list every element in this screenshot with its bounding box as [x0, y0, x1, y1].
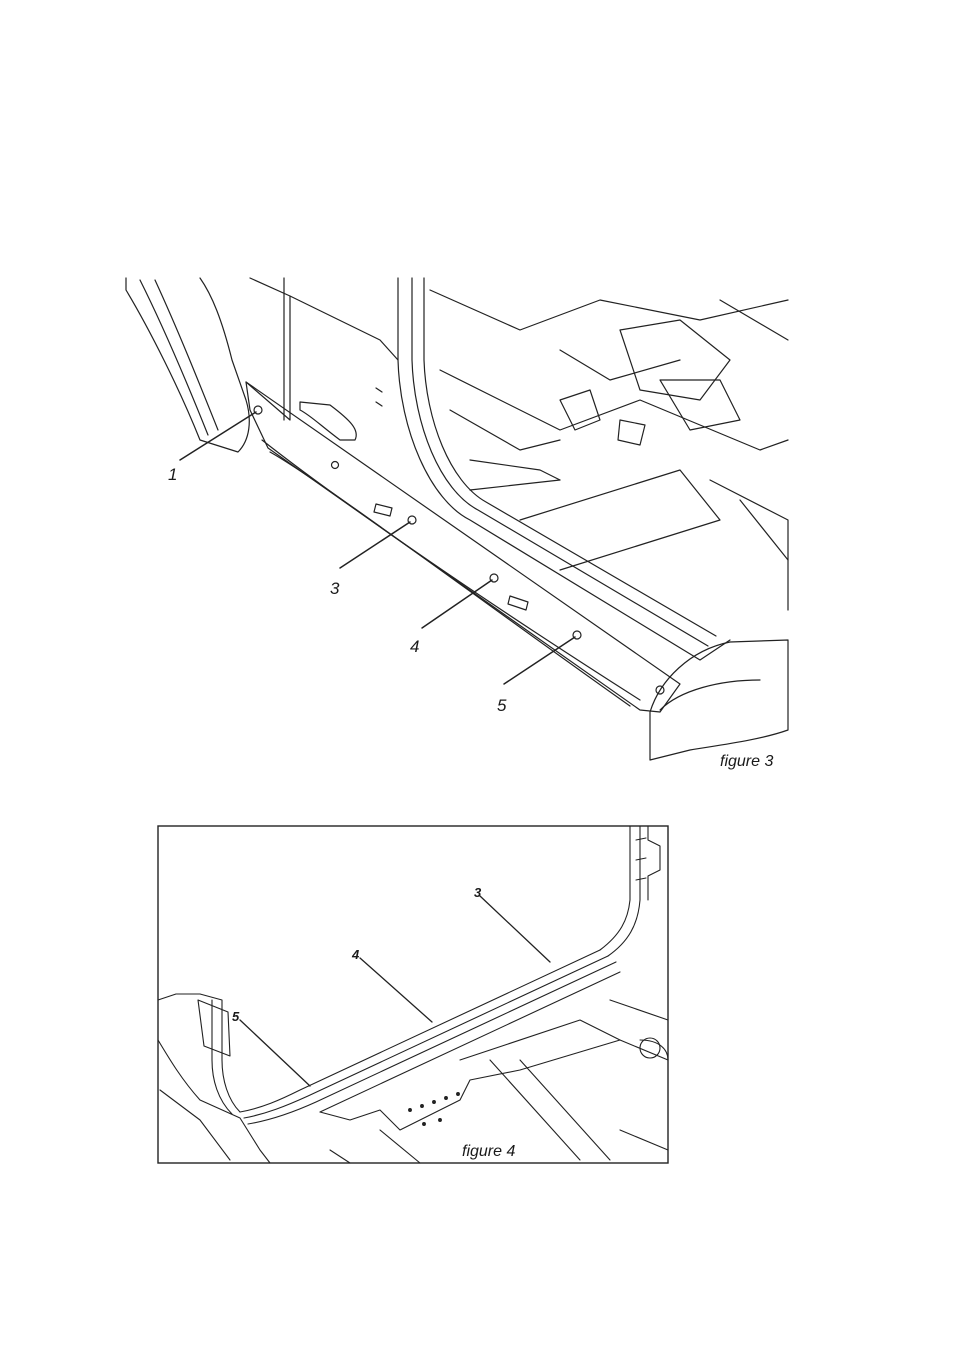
figure-4-callout-3: 3 [474, 884, 481, 901]
leader-fig4-4 [360, 958, 432, 1022]
figure-4-callout-4: 4 [352, 946, 359, 963]
leader-fig4-3 [480, 896, 550, 962]
leader-fig4-5 [240, 1020, 310, 1086]
figure-4-caption: figure 4 [462, 1144, 515, 1160]
figure-4-frame [158, 826, 668, 1163]
figure-4-callout-5: 5 [232, 1008, 239, 1025]
